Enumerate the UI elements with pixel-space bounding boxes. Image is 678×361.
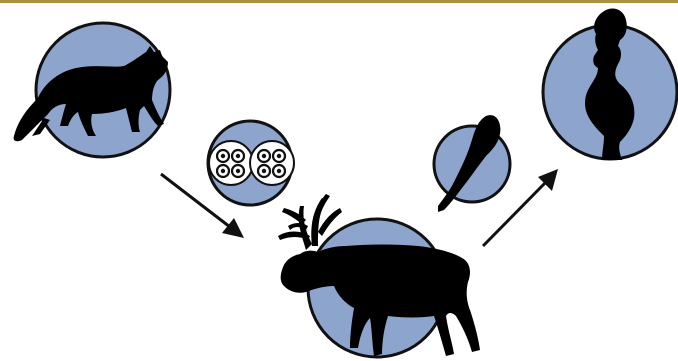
larva-node [434,115,510,212]
eggs-node [208,121,294,205]
reindeer-node [278,194,480,357]
lynx-node [14,23,170,157]
pregnant-node [543,8,677,160]
egg-left [209,141,253,185]
egg-right [250,141,294,185]
